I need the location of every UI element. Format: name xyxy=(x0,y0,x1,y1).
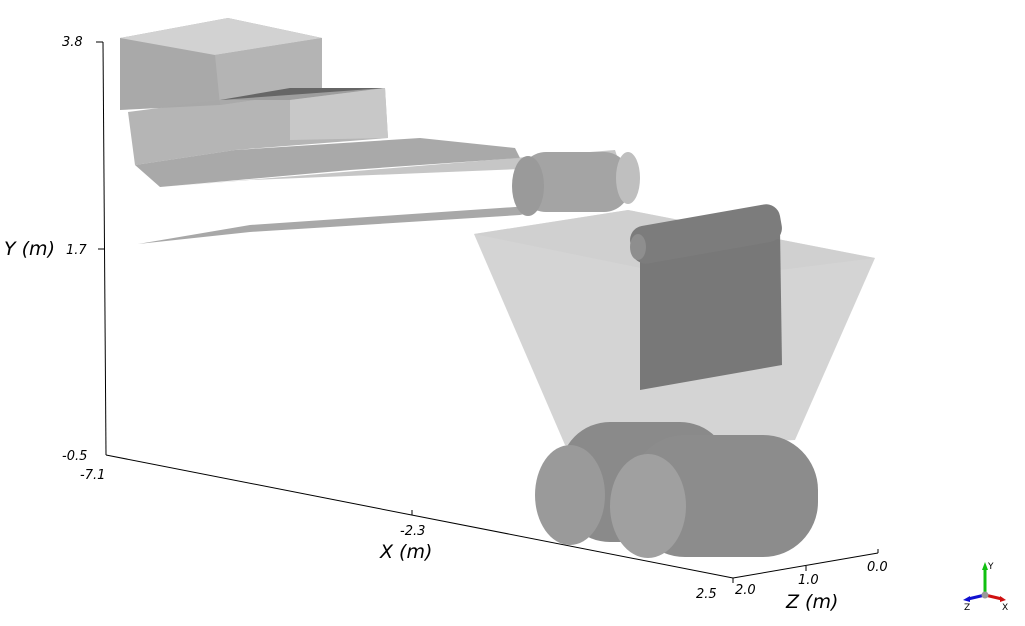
orientation-axes-widget: Y Z X xyxy=(963,562,1008,613)
y-axis-title: Y (m) xyxy=(4,238,55,260)
y-tick-min: -0.5 xyxy=(62,449,87,464)
head-pulley xyxy=(520,152,630,212)
z-tick-mid: 1.0 xyxy=(798,573,819,588)
x-tick-min: -7.1 xyxy=(80,468,105,483)
orientation-z-label: Z xyxy=(964,603,970,613)
x-axis-title: X (m) xyxy=(379,541,432,563)
orientation-y-label: Y xyxy=(987,562,994,572)
crusher-rollers xyxy=(535,422,818,558)
y-tick-max: 3.8 xyxy=(62,35,83,50)
x-tick-mid: -2.3 xyxy=(400,524,425,539)
z-tick-min: 0.0 xyxy=(867,560,888,575)
lower-hopper xyxy=(474,204,875,445)
z-axis-title: Z (m) xyxy=(785,591,838,613)
y-tick-mid: 1.7 xyxy=(66,243,87,258)
upper-hopper xyxy=(120,18,520,187)
axes-grid xyxy=(96,41,879,583)
x-tick-max: 2.5 xyxy=(696,587,717,602)
orientation-x-label: X xyxy=(1002,603,1008,613)
z-tick-max: 2.0 xyxy=(735,583,756,598)
conveyor-belt xyxy=(138,150,640,244)
